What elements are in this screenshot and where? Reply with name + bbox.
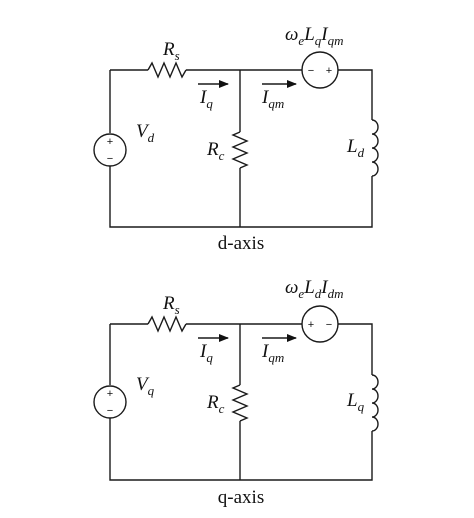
rc-label: Rc xyxy=(206,139,225,163)
vd-voltage-source xyxy=(93,133,127,167)
emf-left-sign: + xyxy=(308,319,314,331)
iq-label: Iq xyxy=(199,87,213,111)
d-axis-caption: d-axis xyxy=(218,233,264,254)
emf-left-sign: − xyxy=(308,65,314,77)
ld-inductor xyxy=(371,119,379,177)
emf-right-sign: − xyxy=(326,319,332,331)
rc-label: Rc xyxy=(206,392,225,416)
source-minus-sign: − xyxy=(107,405,113,417)
vd-label: Vd xyxy=(136,121,155,145)
rs-label: Rs xyxy=(162,39,180,63)
rc-resistor xyxy=(231,384,249,422)
bottom-wire xyxy=(109,418,373,481)
iq-label: Iq xyxy=(199,341,213,365)
rs-resistor xyxy=(147,315,187,333)
iqm-label: Iqm xyxy=(261,87,284,111)
rc-resistor xyxy=(231,131,249,169)
emf-source xyxy=(301,305,339,343)
emf-label: ωeLqIqm xyxy=(285,24,344,48)
lq-label: Lq xyxy=(346,390,365,414)
ld-label: Ld xyxy=(346,136,365,160)
emf-right-sign: + xyxy=(326,65,332,77)
q-axis-caption: q-axis xyxy=(218,487,264,508)
top-wire-right xyxy=(338,69,373,120)
vq-label: Vq xyxy=(136,374,155,398)
iqm-label: Iqm xyxy=(261,341,284,365)
top-wire-right xyxy=(338,323,373,375)
emf-source xyxy=(301,51,339,89)
d-axis-circuit: + − − + Rs Vd Iq Iqm Rc Ld ωeLqIqm d-axi… xyxy=(93,24,379,254)
emf-label: ωeLdIdm xyxy=(285,277,344,301)
source-minus-sign: − xyxy=(107,153,113,165)
bottom-wire xyxy=(109,166,373,228)
source-plus-sign: + xyxy=(107,136,113,148)
source-plus-sign: + xyxy=(107,388,113,400)
vq-voltage-source xyxy=(93,385,127,419)
q-axis-circuit: + − + − Rs Vq Iq Iqm Rc Lq ωeLdIdm q-axi… xyxy=(93,277,379,508)
lq-inductor xyxy=(371,374,379,432)
rs-label: Rs xyxy=(162,293,180,317)
rs-resistor xyxy=(147,61,187,79)
